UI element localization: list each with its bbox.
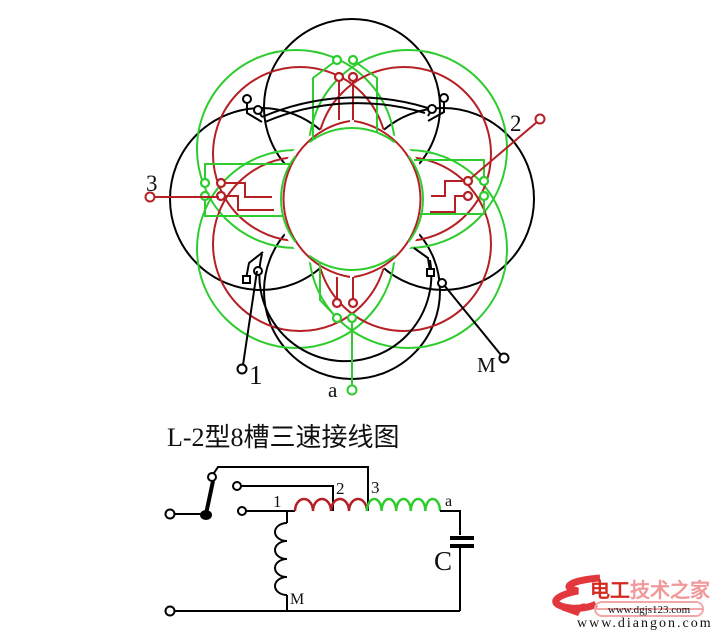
green-tap (199, 177, 211, 189)
lead-1-end (236, 363, 248, 375)
green-inner-ring (204, 59, 485, 319)
schematic: 1 2 3 a M C (164, 466, 474, 617)
green-step-top-left (312, 59, 338, 140)
schematic-label-a: a (445, 493, 452, 510)
main-coil-m (274, 522, 288, 596)
brand-secondary: 技术之家 (630, 578, 711, 602)
corner-terminations (242, 93, 449, 288)
green-tap (478, 175, 490, 187)
diagram-title: L-2型8槽三速接线图 (167, 423, 400, 452)
input-terminal-top (164, 508, 176, 520)
lead-m-wire (443, 284, 502, 356)
red-step-right-upper (431, 180, 468, 197)
winding-label-2: 2 (510, 111, 522, 136)
zigzag-sw (245, 251, 264, 280)
red-tap (347, 71, 359, 83)
winding-labels: 3 2 1 a M (146, 111, 522, 402)
site-logo-tail (561, 603, 585, 616)
terminal-sw-square (242, 275, 251, 284)
red-ring-right (353, 120, 422, 278)
terminal-ne-1 (439, 93, 449, 103)
green-ring-right (407, 155, 424, 243)
red-tap (331, 297, 343, 309)
lead-wires (144, 113, 546, 396)
zigzag-se (413, 247, 431, 273)
terminal-ne-2 (427, 104, 437, 114)
lead-m-end (498, 352, 510, 364)
green-step-right-lower (420, 196, 485, 215)
speed-coil-red (293, 497, 369, 512)
winding-label-1: 1 (249, 360, 263, 390)
switch-contact-3[interactable] (207, 472, 217, 482)
site-url[interactable]: www.diangon.com (577, 616, 713, 631)
lead-2-wire (469, 121, 538, 180)
green-tap (478, 190, 490, 202)
red-step-right-lower (430, 195, 468, 213)
lead-2-end (534, 113, 546, 125)
red-tap (215, 177, 227, 189)
schematic-label-m: M (290, 591, 304, 608)
schematic-labels: 1 2 3 a M C (273, 478, 452, 608)
green-step-left-upper (204, 163, 290, 183)
green-step-top-right (352, 59, 378, 133)
brand-text: 电工技术之家 (590, 578, 711, 602)
switch-arm[interactable] (204, 480, 215, 515)
winding-label-a: a (328, 378, 338, 402)
lead-1-wire (242, 270, 258, 366)
green-tap (331, 54, 343, 66)
terminal-nw-2 (253, 105, 263, 115)
terminal-se-square (426, 268, 435, 277)
green-step-left-lower (204, 196, 283, 217)
top-crescent-outer (261, 96, 429, 118)
site-logo-icon (552, 574, 601, 612)
schematic-label-c: C (434, 546, 452, 576)
green-step-bottom-left (319, 262, 338, 319)
winding-diagram: 3 2 1 a M (144, 18, 546, 402)
red-step-left-upper (221, 182, 272, 198)
speed-coil-green (365, 497, 442, 512)
winding-label-m: M (477, 353, 496, 377)
red-tap-terminals (215, 71, 474, 309)
switch-contact-2[interactable] (232, 481, 242, 491)
schematic-label-2: 2 (336, 479, 345, 498)
green-tap-terminals (199, 54, 490, 324)
input-terminal-bottom (164, 605, 176, 617)
schematic-label-1: 1 (273, 492, 282, 511)
red-step-left-lower (221, 195, 274, 211)
green-tap (346, 312, 358, 324)
bottom-crescent (258, 253, 433, 363)
wire-to-capacitor (440, 510, 461, 535)
stamp-url: www.dgjs123.com (608, 604, 691, 616)
brand-primary: 电工 (590, 579, 630, 602)
schematic-label-3: 3 (371, 478, 380, 497)
red-tap (462, 190, 474, 202)
red-tap (347, 297, 359, 309)
watermark: 电工技术之家 www.dgjs123.com www.diangon.com (552, 574, 713, 631)
top-crescent-inner (264, 102, 426, 123)
red-tap (333, 71, 345, 83)
terminal-sw-circle (253, 266, 263, 276)
red-inner-ring (221, 77, 468, 303)
lead-a-end (346, 384, 358, 396)
green-ring-left (280, 155, 297, 243)
stator-bore (276, 123, 428, 275)
lead-3-end (144, 191, 156, 203)
terminal-nw-1 (242, 94, 252, 104)
wire-tap-3 (213, 466, 369, 511)
green-step-right-upper (414, 159, 485, 181)
green-ring-bottom (308, 254, 396, 271)
green-ring-top (308, 127, 396, 144)
main-winding-crescents (258, 96, 433, 363)
winding-label-3: 3 (146, 171, 158, 196)
switch-contact-1[interactable] (237, 506, 247, 516)
tap-terminals (199, 54, 490, 324)
green-tap (347, 54, 359, 66)
green-tap (331, 312, 343, 324)
